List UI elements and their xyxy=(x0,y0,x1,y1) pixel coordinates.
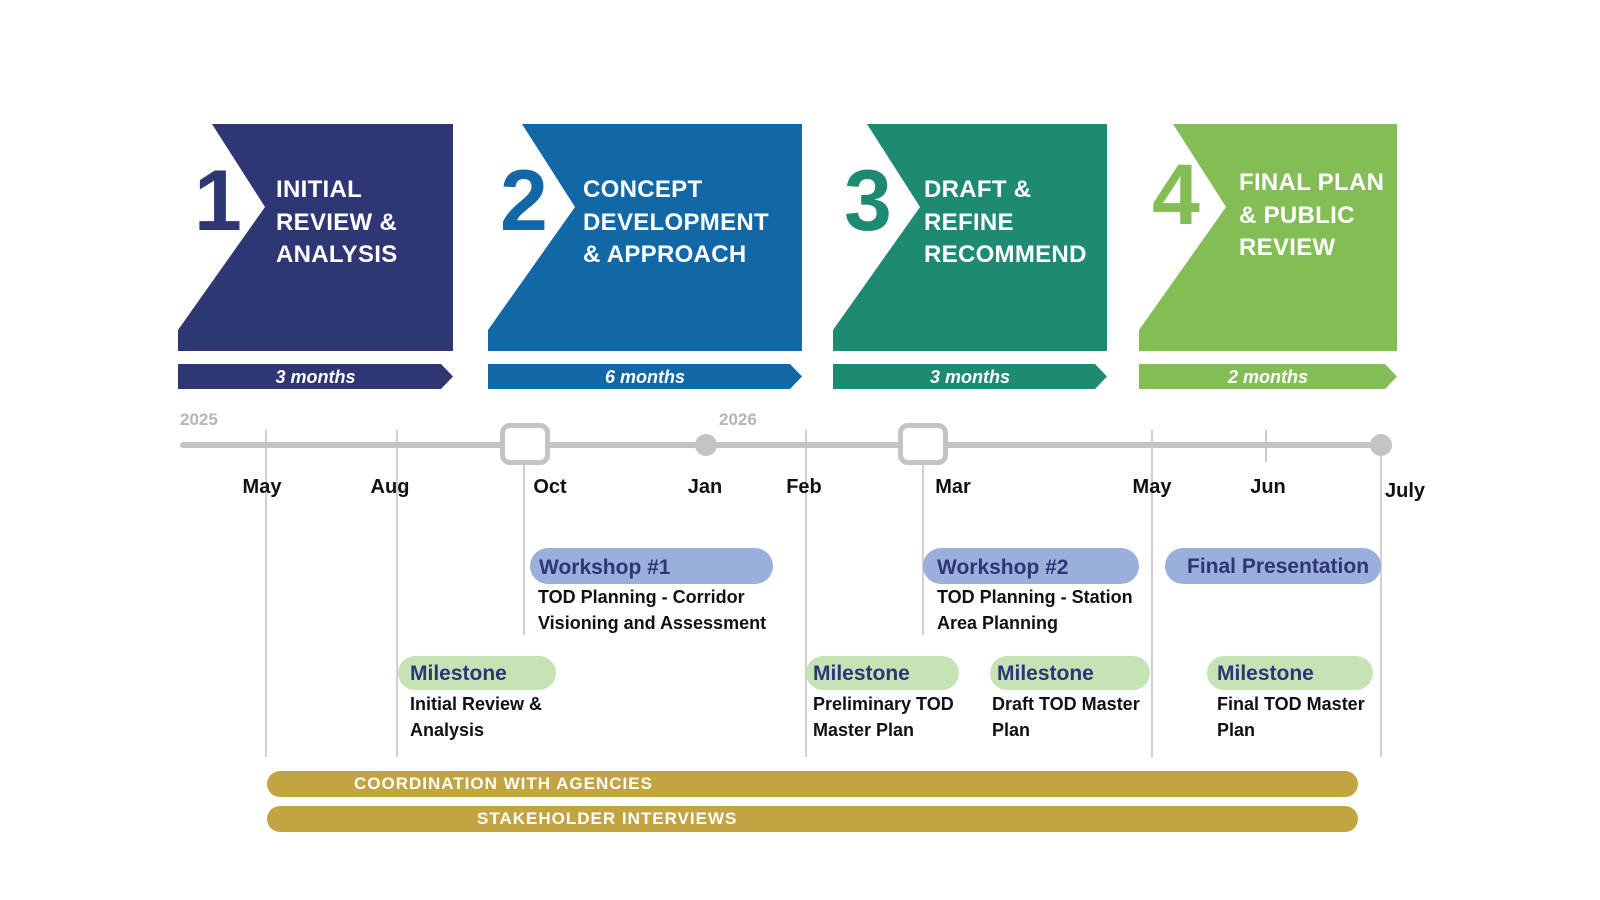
month-jan: Jan xyxy=(687,476,723,498)
phase-3-duration: 3 months xyxy=(833,364,1107,389)
month-oct: Oct xyxy=(533,476,567,498)
phase-3-number: 3 xyxy=(844,153,892,249)
year-2026: 2026 xyxy=(719,410,757,429)
coordination-bar: COORDINATION WITH AGENCIES xyxy=(267,771,1358,797)
workshop-2-badge: Workshop #2 xyxy=(923,548,1139,584)
month-may-2026: May xyxy=(1132,476,1172,498)
vline-aug xyxy=(396,430,398,757)
month-feb: Feb xyxy=(786,476,822,498)
month-july: July xyxy=(1384,480,1426,502)
milestone-3-description: Draft TOD Master Plan xyxy=(992,694,1140,740)
final-presentation-badge: Final Presentation xyxy=(1165,548,1381,584)
jan-dot xyxy=(695,434,717,456)
milestone-4-badge: Milestone xyxy=(1207,656,1373,690)
phase-2-duration: 6 months xyxy=(488,364,802,389)
vline-feb xyxy=(805,430,807,757)
phase-2-title: CONCEPT DEVELOPMENT & APPROACH xyxy=(583,176,769,268)
phase-4-title: FINAL PLAN & PUBLIC REVIEW xyxy=(1239,169,1385,261)
milestone-1-description: Initial Review & Analysis xyxy=(410,694,543,740)
milestone-2-badge: Milestone xyxy=(806,656,959,690)
vline-may xyxy=(265,430,267,757)
milestone-2-description: Preliminary TOD Master Plan xyxy=(813,694,954,740)
month-jun: Jun xyxy=(1250,476,1286,498)
vline-july xyxy=(1380,445,1382,757)
phase-4-duration: 2 months xyxy=(1139,364,1397,389)
year-2025: 2025 xyxy=(180,410,218,429)
vline-may-2026 xyxy=(1151,430,1153,757)
milestone-3-badge: Milestone xyxy=(990,656,1150,690)
milestone-4-description: Final TOD Master Plan xyxy=(1217,694,1365,740)
stakeholder-label: STAKEHOLDER INTERVIEWS xyxy=(477,809,738,828)
phase-1-title: INITIAL REVIEW & ANALYSIS xyxy=(276,176,398,268)
vline-mar xyxy=(922,445,924,635)
workshop-1-badge: Workshop #1 xyxy=(530,548,773,584)
coordination-label: COORDINATION WITH AGENCIES xyxy=(354,774,653,793)
month-mar: Mar xyxy=(935,476,971,498)
milestone-1-badge: Milestone xyxy=(398,656,556,690)
workshop-2-description: TOD Planning - Station Area Planning xyxy=(937,587,1133,633)
phase-3-title: DRAFT & REFINE RECOMMEND xyxy=(924,176,1087,268)
workshop-2-marker xyxy=(898,423,948,465)
phase-1-duration: 3 months xyxy=(178,364,453,389)
month-may: May xyxy=(242,476,282,498)
timeline-axis xyxy=(180,442,1382,448)
phase-1-number: 1 xyxy=(194,153,242,249)
stakeholder-bar: STAKEHOLDER INTERVIEWS xyxy=(267,806,1358,832)
workshop-1-description: TOD Planning - Corridor Visioning and As… xyxy=(538,587,767,633)
phase-4-number: 4 xyxy=(1152,147,1200,243)
end-dot xyxy=(1370,434,1392,456)
workshop-1-marker xyxy=(500,423,550,465)
month-aug: Aug xyxy=(370,476,410,498)
phase-2-number: 2 xyxy=(500,153,548,249)
vline-oct xyxy=(523,445,525,635)
